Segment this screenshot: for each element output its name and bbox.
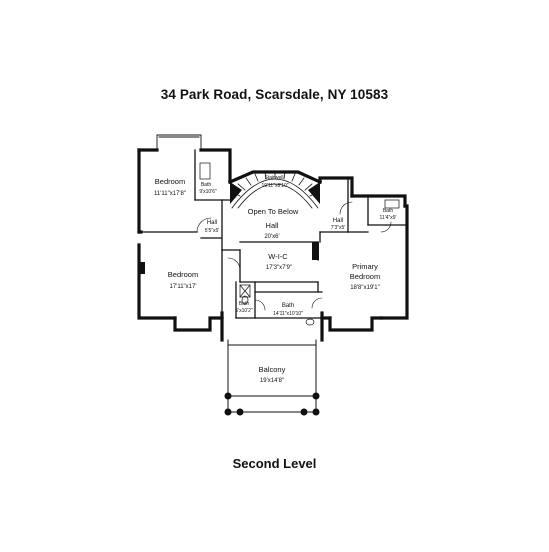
floor-plan-address-title: 34 Park Road, Scarsdale, NY 10583 [160, 87, 389, 102]
bedroom1-dims: 11'11"x17'8" [154, 191, 186, 197]
open-to-below-label: Open To Below [248, 207, 299, 216]
hall-right-dims: 7'3"x5' [331, 225, 346, 231]
balcony-dims: 19'x14'8" [260, 378, 284, 384]
primary-bedroom-dims: 18'8"x19'1" [350, 285, 380, 291]
stairwell-name: Stairwell [265, 175, 284, 181]
bath-right-name: Bath [383, 208, 394, 214]
bath1-dims: 9'x10'6" [199, 189, 217, 195]
wic-dims: 17'3"x7'9" [266, 265, 292, 271]
stairwell-dims: 19'11"x8'10" [261, 183, 288, 189]
hall-main-dims: 20'x6' [264, 234, 279, 240]
hall-left-dims: 5'5"x5' [205, 228, 220, 234]
bedroom2-dims: 17'11"x17' [170, 284, 197, 290]
door-swings [196, 201, 392, 311]
curved-staircase [231, 170, 319, 209]
hall-left-name: Hall [207, 220, 217, 226]
bath1-name: Bath [201, 182, 212, 188]
balcony-railing [227, 339, 317, 413]
bath-right-dims: 11'4"x9' [380, 215, 397, 221]
bath-main-dims: 14'11"x10'10" [273, 311, 303, 317]
bath-main-name: Bath [282, 303, 294, 309]
fireplace [139, 262, 145, 274]
floor-level-label: Second Level [232, 456, 317, 471]
bath-small-name: Bath [239, 301, 250, 307]
wic-name: W-I-C [268, 252, 288, 261]
primary-bedroom-name-line2: Bedroom [350, 272, 380, 281]
hall-main-name: Hall [266, 221, 279, 230]
bedroom2-name: Bedroom [168, 270, 198, 279]
balcony-posts [224, 392, 320, 416]
bath-small-dims: 5'x10'2" [235, 308, 253, 314]
bedroom1-name: Bedroom [155, 177, 185, 186]
structural-column [312, 242, 319, 260]
bath-fixtures [199, 162, 400, 326]
bay-window [156, 134, 202, 151]
balcony-name: Balcony [259, 365, 286, 374]
primary-bedroom-name-line1: Primary [352, 262, 378, 271]
hall-right-name: Hall [333, 218, 343, 224]
